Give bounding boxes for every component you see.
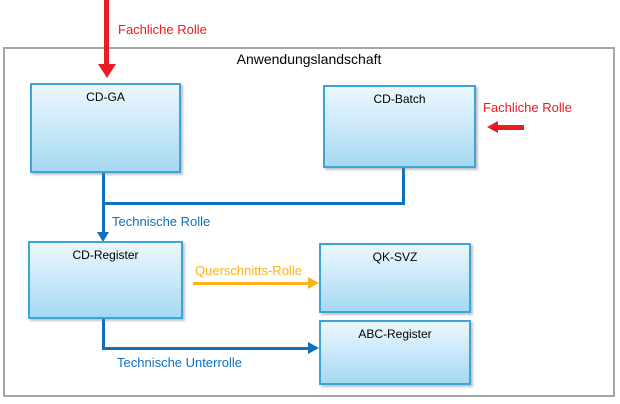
fachliche-rolle-top-label: Fachliche Rolle xyxy=(118,22,207,37)
node-cd-ga: CD-GA xyxy=(30,83,181,173)
technische-unterrolle-arrowhead-icon xyxy=(308,342,319,354)
node-abc-register: ABC-Register xyxy=(319,320,471,385)
technische-unterrolle-label: Technische Unterrolle xyxy=(117,355,243,370)
technische-unterrolle-connector-vertical xyxy=(102,319,105,350)
node-qk-svz: QK-SVZ xyxy=(319,243,471,313)
node-label: ABC-Register xyxy=(358,327,432,341)
technische-unterrolle-connector-horizontal xyxy=(102,347,309,350)
node-cd-batch: CD-Batch xyxy=(323,85,476,168)
technische-rolle-arrowhead-icon xyxy=(97,232,109,242)
technische-rolle-connector-from-cd-ga xyxy=(102,173,105,233)
node-label: CD-Batch xyxy=(373,92,426,106)
fachliche-rolle-right-label: Fachliche Rolle xyxy=(483,100,572,115)
querschnitts-rolle-arrowhead-icon xyxy=(308,277,319,289)
technische-rolle-label: Technische Rolle xyxy=(112,214,211,229)
querschnitts-rolle-arrow-line xyxy=(193,282,309,285)
technische-rolle-connector-horizontal xyxy=(102,202,405,205)
fachliche-rolle-right-arrowhead-icon xyxy=(487,121,498,133)
fachliche-rolle-top-arrow-line xyxy=(104,0,109,65)
node-label: CD-Register xyxy=(72,248,139,262)
fachliche-rolle-right-arrow-line xyxy=(497,125,524,130)
fachliche-rolle-top-arrowhead-icon xyxy=(98,64,116,78)
node-cd-register: CD-Register xyxy=(28,241,183,319)
technische-rolle-connector-from-cd-batch xyxy=(402,168,405,205)
node-label: CD-GA xyxy=(86,90,125,104)
querschnitts-rolle-label: Querschnitts-Rolle xyxy=(195,263,302,278)
node-label: QK-SVZ xyxy=(372,250,418,264)
frame-title: Anwendungslandschaft xyxy=(236,51,382,67)
